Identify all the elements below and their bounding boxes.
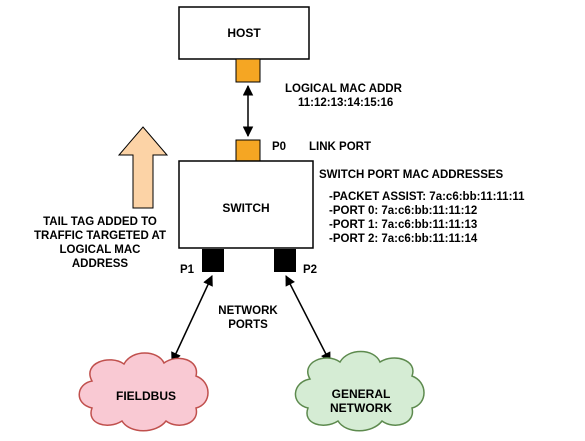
p1-fieldbus-link-arrow [171,275,213,363]
network-ports-line: PORTS [228,319,268,331]
tail-tag-line: TAIL TAG ADDED TO [43,216,157,228]
switch-label: SWITCH [222,201,269,215]
general-network-label: NETWORK [330,401,392,415]
logical-mac-value: 11:12:13:14:15:16 [298,97,393,109]
switch-mac-title: SWITCH PORT MAC ADDRESSES [319,169,504,181]
switch-box: SWITCH [178,160,314,249]
tail-tag-line: LOGICAL MAC [60,244,141,256]
p2-general-link-arrow [285,275,331,363]
host-label: HOST [227,26,261,40]
host-box: HOST [178,6,310,60]
port-p1 [202,249,224,272]
port-p0 [235,139,261,162]
port-p2 [274,249,296,272]
tail-tag-line: ADDRESS [72,258,129,270]
port-p1-label: P1 [180,264,195,276]
logical-mac-title: LOGICAL MAC ADDR [285,83,403,95]
switch-mac-entry: -PACKET ASSIST: 7a:c6:bb:11:11:11 [329,191,525,203]
port-p0-label: P0 [272,141,286,153]
up-arrow-icon [117,126,169,209]
general-network-cloud: GENERAL NETWORK [294,350,425,432]
switch-mac-entry: -PORT 1: 7a:c6:bb:11:11:13 [329,219,477,231]
fieldbus-label: FIELDBUS [116,389,176,403]
switch-mac-entry: -PORT 0: 7a:c6:bb:11:11:12 [329,205,477,217]
host-mac-port [235,58,261,83]
tail-tag-line: TRAFFIC TARGETED AT [34,230,166,242]
switch-mac-entry: -PORT 2: 7a:c6:bb:11:11:14 [329,233,478,245]
general-network-label: GENERAL [332,387,391,401]
link-port-label: LINK PORT [309,141,371,153]
port-p2-label: P2 [303,264,317,276]
fieldbus-cloud: FIELDBUS [78,352,209,432]
network-ports-line: NETWORK [218,305,278,317]
